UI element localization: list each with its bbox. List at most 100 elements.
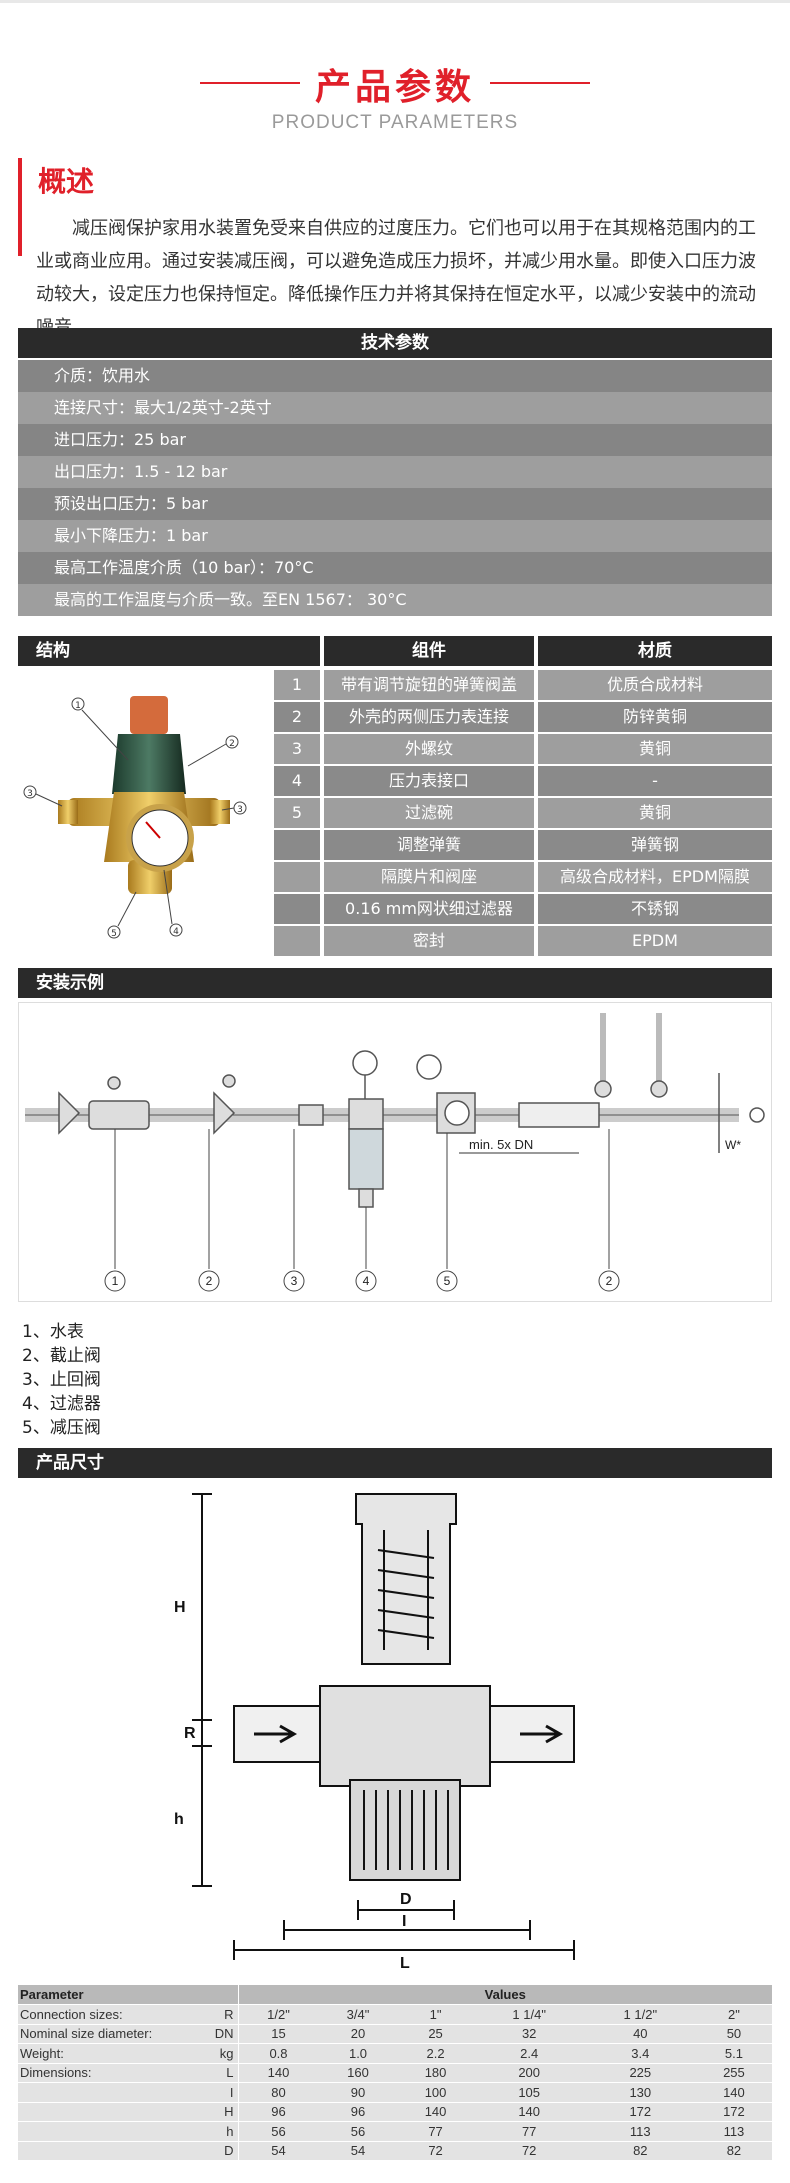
param-unit: h xyxy=(178,2121,239,2142)
param-unit: L xyxy=(178,2063,239,2083)
marker-2b: 2 xyxy=(606,1274,613,1288)
param-value: 54 xyxy=(238,2141,319,2161)
spec-row: 介质：饮用水 xyxy=(18,360,772,392)
callout-2: 2 xyxy=(229,739,235,749)
spec-row: 预设出口压力：5 bar xyxy=(18,488,772,520)
structure-no xyxy=(274,862,320,892)
callout-3-left: 3 xyxy=(27,789,33,799)
structure-row: 隔膜片和阀座高级合成材料，EPDM隔膜 xyxy=(274,862,772,892)
title-en: PRODUCT PARAMETERS xyxy=(271,112,519,133)
param-value: 72 xyxy=(397,2141,474,2161)
param-value: 200 xyxy=(473,2063,585,2083)
param-value: 82 xyxy=(695,2141,772,2161)
param-unit: kg xyxy=(178,2043,239,2064)
param-name: Weight: xyxy=(18,2043,178,2064)
overview-accent-bar xyxy=(18,158,22,256)
legend-item: 4、过滤器 xyxy=(22,1394,101,1414)
param-value: 32 xyxy=(473,2024,585,2044)
structure-part: 调整弹簧 xyxy=(324,830,534,860)
marker-4: 4 xyxy=(363,1274,370,1288)
param-value: 1 1/4" xyxy=(473,2004,585,2025)
param-unit: R xyxy=(178,2004,239,2025)
param-value: 140 xyxy=(695,2082,772,2103)
param-value: 5.1 xyxy=(695,2043,772,2064)
param-value: 255 xyxy=(695,2063,772,2083)
spec-row: 进口压力：25 bar xyxy=(18,424,772,456)
param-value: 113 xyxy=(584,2121,696,2142)
param-value: 2" xyxy=(695,2004,772,2025)
param-value: 100 xyxy=(397,2082,474,2103)
spec-row: 最高的工作温度与介质一致。至EN 1567： 30°C xyxy=(18,584,772,616)
param-value: 140 xyxy=(397,2102,474,2122)
marker-5: 5 xyxy=(444,1274,451,1288)
param-value: 3.4 xyxy=(584,2043,696,2064)
param-value: 90 xyxy=(318,2082,398,2103)
spec-row: 最高工作温度介质（10 bar）：70°C xyxy=(18,552,772,584)
spec-gap xyxy=(18,358,772,360)
structure-row: 0.16 mm网状细过滤器不锈钢 xyxy=(274,894,772,924)
param-value: 72 xyxy=(473,2141,585,2161)
param-value: 56 xyxy=(318,2121,398,2142)
label-L: L xyxy=(400,1955,410,1972)
legend-item: 2、截止阀 xyxy=(22,1346,101,1366)
callout-4: 4 xyxy=(173,927,179,937)
structure-no: 5 xyxy=(274,798,320,828)
callout-1: 1 xyxy=(75,701,81,711)
structure-material: - xyxy=(538,766,772,796)
label-D: D xyxy=(400,1891,412,1908)
callout-3-right: 3 xyxy=(237,805,243,815)
overview-title: 概述 xyxy=(38,165,95,198)
param-value: 160 xyxy=(318,2063,398,2083)
page-title: 产品参数 PRODUCT PARAMETERS xyxy=(0,58,790,134)
distance-label: min. 5x DN xyxy=(469,1137,533,1152)
param-value: 2.4 xyxy=(473,2043,585,2064)
component-header: 组件 xyxy=(324,636,534,666)
param-unit: H xyxy=(178,2102,239,2122)
structure-no: 2 xyxy=(274,702,320,732)
param-name xyxy=(18,2141,178,2161)
structure-header: 结构 xyxy=(18,636,320,666)
param-value: 3/4" xyxy=(318,2004,398,2025)
structure-material: 黄铜 xyxy=(538,734,772,764)
param-unit: I xyxy=(178,2082,239,2103)
param-value: 140 xyxy=(238,2063,319,2083)
param-name: Connection sizes: xyxy=(18,2004,178,2025)
valve-illustration: 1 2 3 3 4 5 xyxy=(18,670,270,958)
install-legend: 1、水表 2、截止阀 3、止回阀 4、过滤器 5、减压阀 xyxy=(22,1320,101,1440)
param-value: 20 xyxy=(318,2024,398,2044)
param-name: Nominal size diameter: xyxy=(18,2024,178,2044)
param-value: 113 xyxy=(695,2121,772,2142)
structure-no xyxy=(274,830,320,860)
legend-item: 3、止回阀 xyxy=(22,1370,101,1390)
label-R: R xyxy=(184,1725,196,1742)
spec-row: 出口压力：1.5 - 12 bar xyxy=(18,456,772,488)
param-header: Parameter xyxy=(18,1985,239,2005)
title-line-left xyxy=(200,82,300,84)
param-value: 105 xyxy=(473,2082,585,2103)
param-name xyxy=(18,2082,178,2103)
param-name xyxy=(18,2121,178,2142)
label-I: I xyxy=(402,1913,406,1930)
structure-part: 外壳的两侧压力表连接 xyxy=(324,702,534,732)
structure-no: 3 xyxy=(274,734,320,764)
param-value: 40 xyxy=(584,2024,696,2044)
structure-no: 4 xyxy=(274,766,320,796)
param-value: 77 xyxy=(473,2121,585,2142)
marker-3: 3 xyxy=(291,1274,298,1288)
param-value: 180 xyxy=(397,2063,474,2083)
marker-2: 2 xyxy=(206,1274,213,1288)
param-value: 0.8 xyxy=(238,2043,319,2064)
structure-part: 密封 xyxy=(324,926,534,956)
structure-row: 调整弹簧弹簧钢 xyxy=(274,830,772,860)
